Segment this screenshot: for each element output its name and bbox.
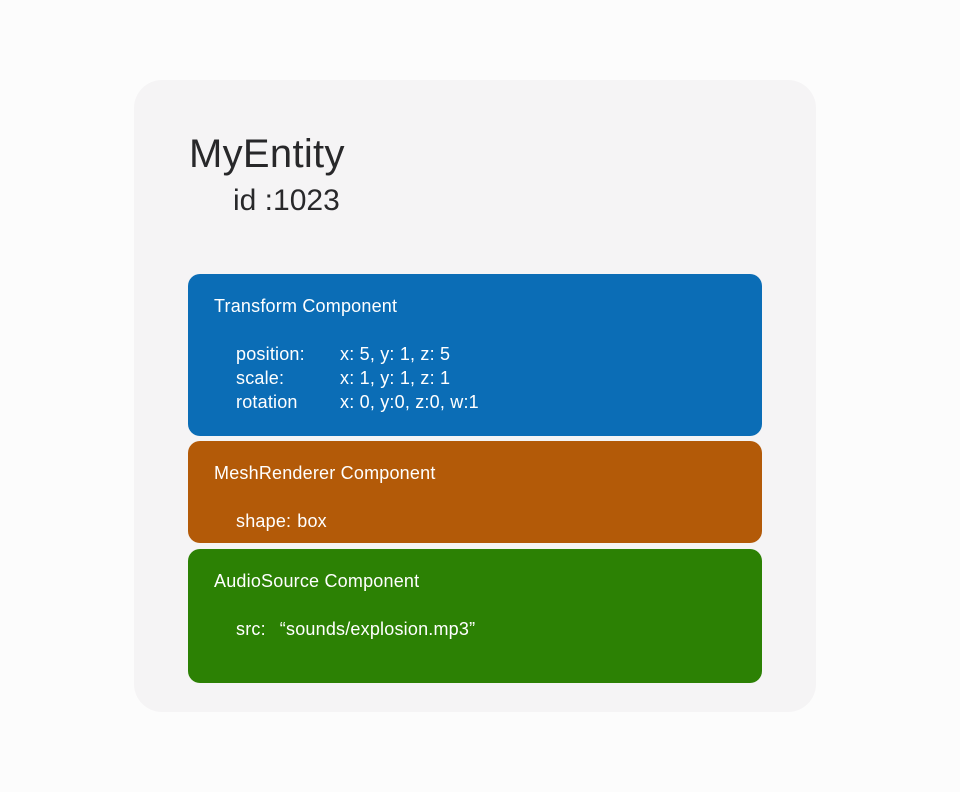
property-label: rotation bbox=[236, 392, 298, 412]
property-value: box bbox=[297, 511, 327, 531]
property-row: rotation x: 0, y:0, z:0, w:1 bbox=[236, 390, 479, 414]
property-label: position: bbox=[236, 344, 305, 364]
property-row: src: “sounds/explosion.mp3” bbox=[236, 617, 475, 641]
component-properties: position: x: 5, y: 1, z: 5 scale: x: 1, … bbox=[236, 342, 479, 414]
component-title: AudioSource Component bbox=[214, 571, 420, 591]
property-label: src: bbox=[236, 619, 266, 639]
component-box-audiosource: AudioSource Component src: “sounds/explo… bbox=[188, 549, 762, 683]
property-row: shape: box bbox=[236, 509, 327, 533]
property-row: scale: x: 1, y: 1, z: 1 bbox=[236, 366, 479, 390]
property-value: “sounds/explosion.mp3” bbox=[279, 619, 476, 639]
component-box-meshrenderer: MeshRenderer Component shape: box bbox=[188, 441, 762, 543]
component-properties: shape: box bbox=[236, 509, 327, 533]
entity-title: MyEntity bbox=[189, 132, 345, 176]
property-value: x: 5, y: 1, z: 5 bbox=[340, 344, 451, 364]
property-value: x: 1, y: 1, z: 1 bbox=[340, 368, 451, 388]
component-properties: src: “sounds/explosion.mp3” bbox=[236, 617, 475, 641]
component-box-transform: Transform Component position: x: 5, y: 1… bbox=[188, 274, 762, 436]
property-label: scale: bbox=[236, 368, 285, 388]
component-title: Transform Component bbox=[214, 296, 398, 316]
entity-id: id :1023 bbox=[233, 184, 340, 217]
property-value: x: 0, y:0, z:0, w:1 bbox=[340, 392, 479, 412]
component-title: MeshRenderer Component bbox=[214, 463, 436, 483]
entity-card: MyEntity id :1023 Transform Component po… bbox=[134, 80, 816, 712]
property-row: position: x: 5, y: 1, z: 5 bbox=[236, 342, 479, 366]
property-label: shape: bbox=[236, 511, 292, 531]
